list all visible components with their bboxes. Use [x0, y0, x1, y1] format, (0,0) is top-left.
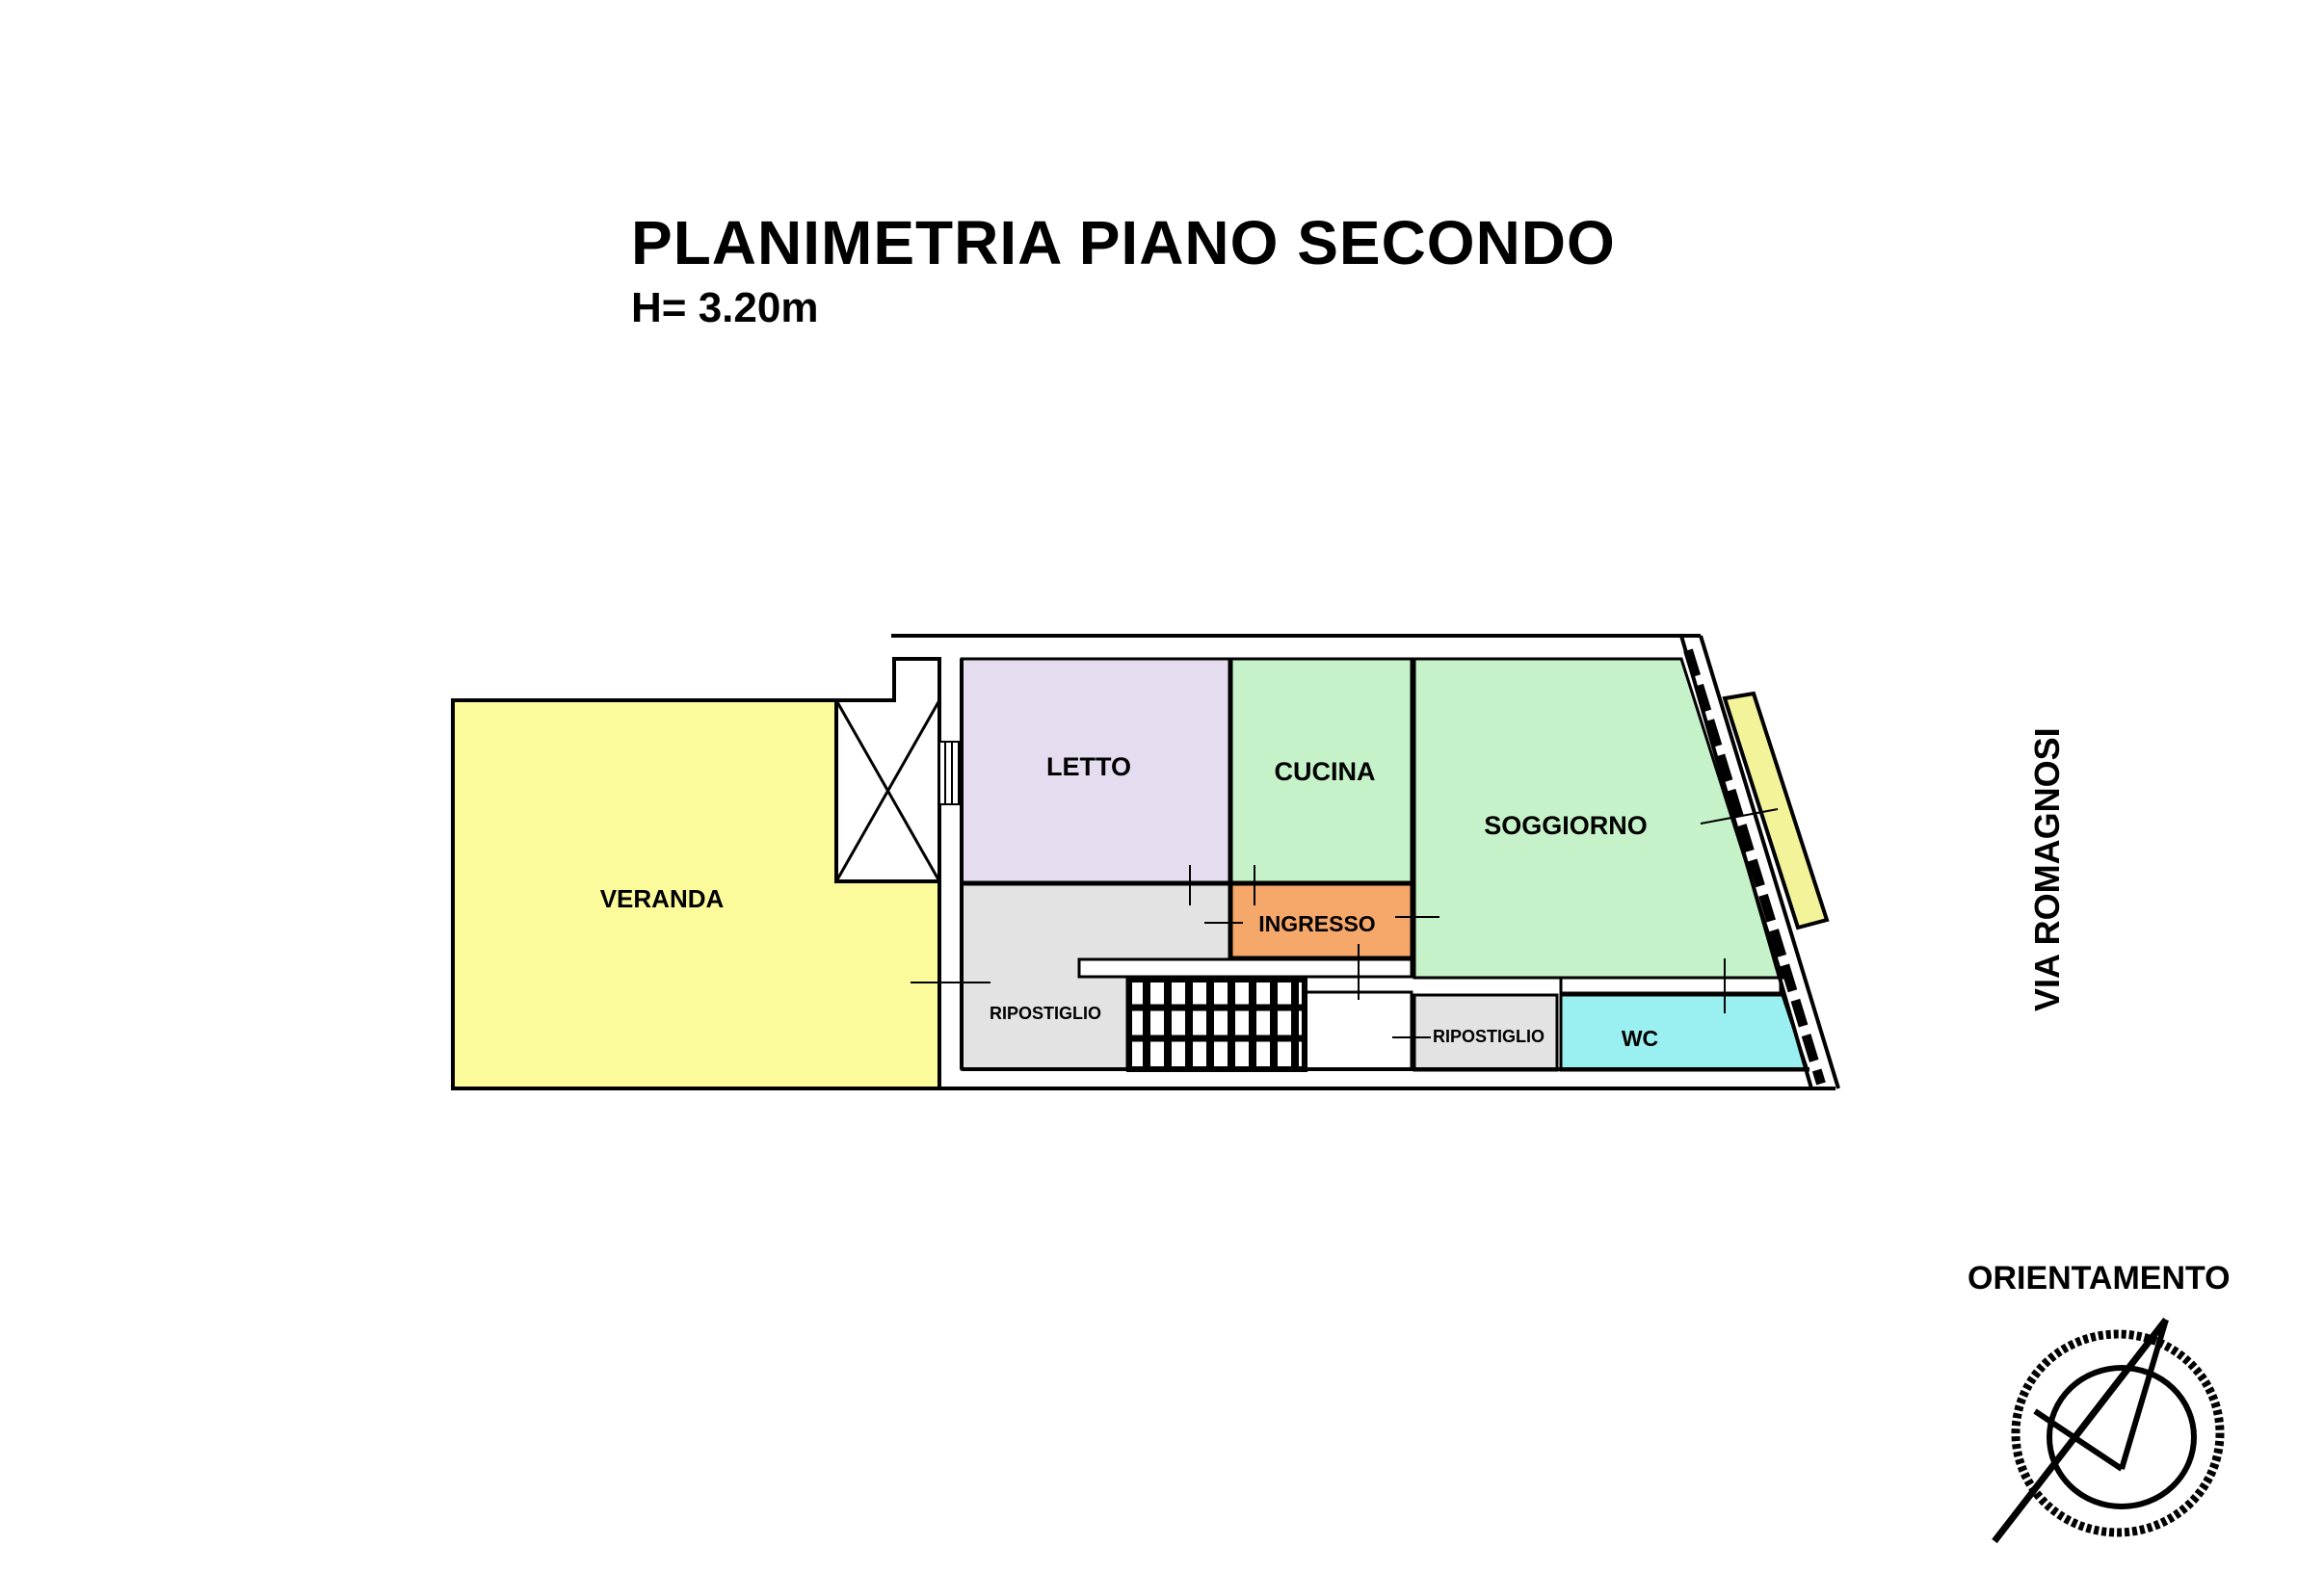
room-wc [1559, 993, 1810, 1072]
wc-passage [1559, 976, 1783, 995]
label-wc: WC [1622, 1026, 1658, 1051]
window-left [938, 741, 960, 805]
orientation-label: ORIENTAMENTO [1967, 1260, 2231, 1297]
label-cucina: CUCINA [1275, 757, 1376, 786]
balcony [1722, 691, 1830, 930]
corridor [1077, 957, 1413, 979]
label-ripostiglio-2: RIPOSTIGLIO [1433, 1027, 1545, 1046]
room-ripostiglio-2 [1413, 993, 1559, 1072]
exterior-walls [891, 634, 1840, 1090]
label-veranda: VERANDA [600, 884, 725, 913]
shaft-cross-icon [834, 657, 941, 883]
stair-landing [1304, 990, 1413, 1071]
label-soggiorno: SOGGIORNO [1484, 811, 1648, 840]
door-marks [911, 808, 1779, 1038]
compass-rose-icon [1992, 1317, 2225, 1544]
street-label: VIA ROMAGNOSI [2027, 727, 2067, 1011]
label-letto: LETTO [1046, 752, 1131, 781]
room-soggiorno [1413, 657, 1785, 980]
plan-height: H= 3.20m [631, 284, 819, 331]
plan-title: PLANIMETRIA PIANO SECONDO [631, 208, 1616, 277]
room-ingresso [1229, 882, 1413, 959]
label-ripostiglio-1: RIPOSTIGLIO [990, 1004, 1101, 1023]
room-cucina [1229, 657, 1413, 884]
stairs-icon [1126, 977, 1307, 1072]
label-ingresso: INGRESSO [1258, 911, 1375, 936]
